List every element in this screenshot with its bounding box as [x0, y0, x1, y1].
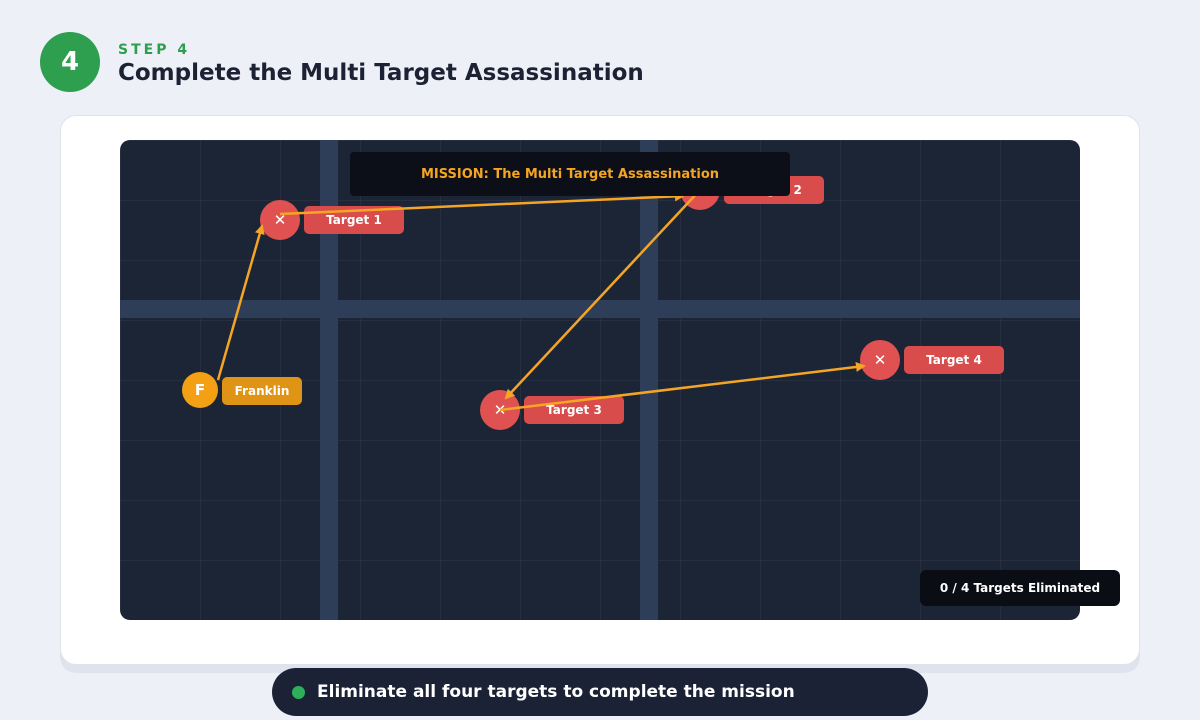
route-franklin-to-target-1: [216, 224, 265, 381]
step-title: Complete the Multi Target Assassination: [118, 60, 644, 86]
x-icon: ✕: [873, 351, 887, 369]
route-arrows: [216, 189, 866, 412]
route-target-2-to-target-3: [504, 189, 701, 400]
step-number-badge: 4: [40, 32, 100, 92]
target-4-marker[interactable]: ✕: [860, 340, 900, 380]
road-vertical-right: [640, 140, 658, 620]
mission-banner: MISSION: The Multi Target Assassination: [350, 152, 790, 196]
mission-hint: Eliminate all four targets to complete t…: [272, 668, 928, 716]
target-4-label: Target 4: [904, 346, 1004, 374]
route-target-1-to-target-2: [279, 191, 685, 216]
road-horizontal: [120, 300, 1080, 318]
targets-eliminated-counter: 0 / 4 Targets Eliminated: [920, 570, 1120, 606]
mission-map[interactable]: F Franklin ✕ Target 1 ✕ Target 2 ✕ Targe…: [120, 140, 1080, 620]
road-vertical-left: [320, 140, 338, 620]
status-dot-icon: [292, 685, 305, 699]
step-label: STEP 4: [118, 42, 191, 58]
x-icon: ✕: [273, 211, 287, 229]
target-3-label: Target 3: [524, 396, 624, 424]
franklin-marker[interactable]: F: [182, 372, 218, 408]
route-target-3-to-target-4: [499, 361, 866, 412]
franklin-label: Franklin: [222, 377, 302, 405]
mission-hint-text: Eliminate all four targets to complete t…: [317, 682, 795, 702]
x-icon: ✕: [493, 401, 507, 419]
target-1-marker[interactable]: ✕: [260, 200, 300, 240]
